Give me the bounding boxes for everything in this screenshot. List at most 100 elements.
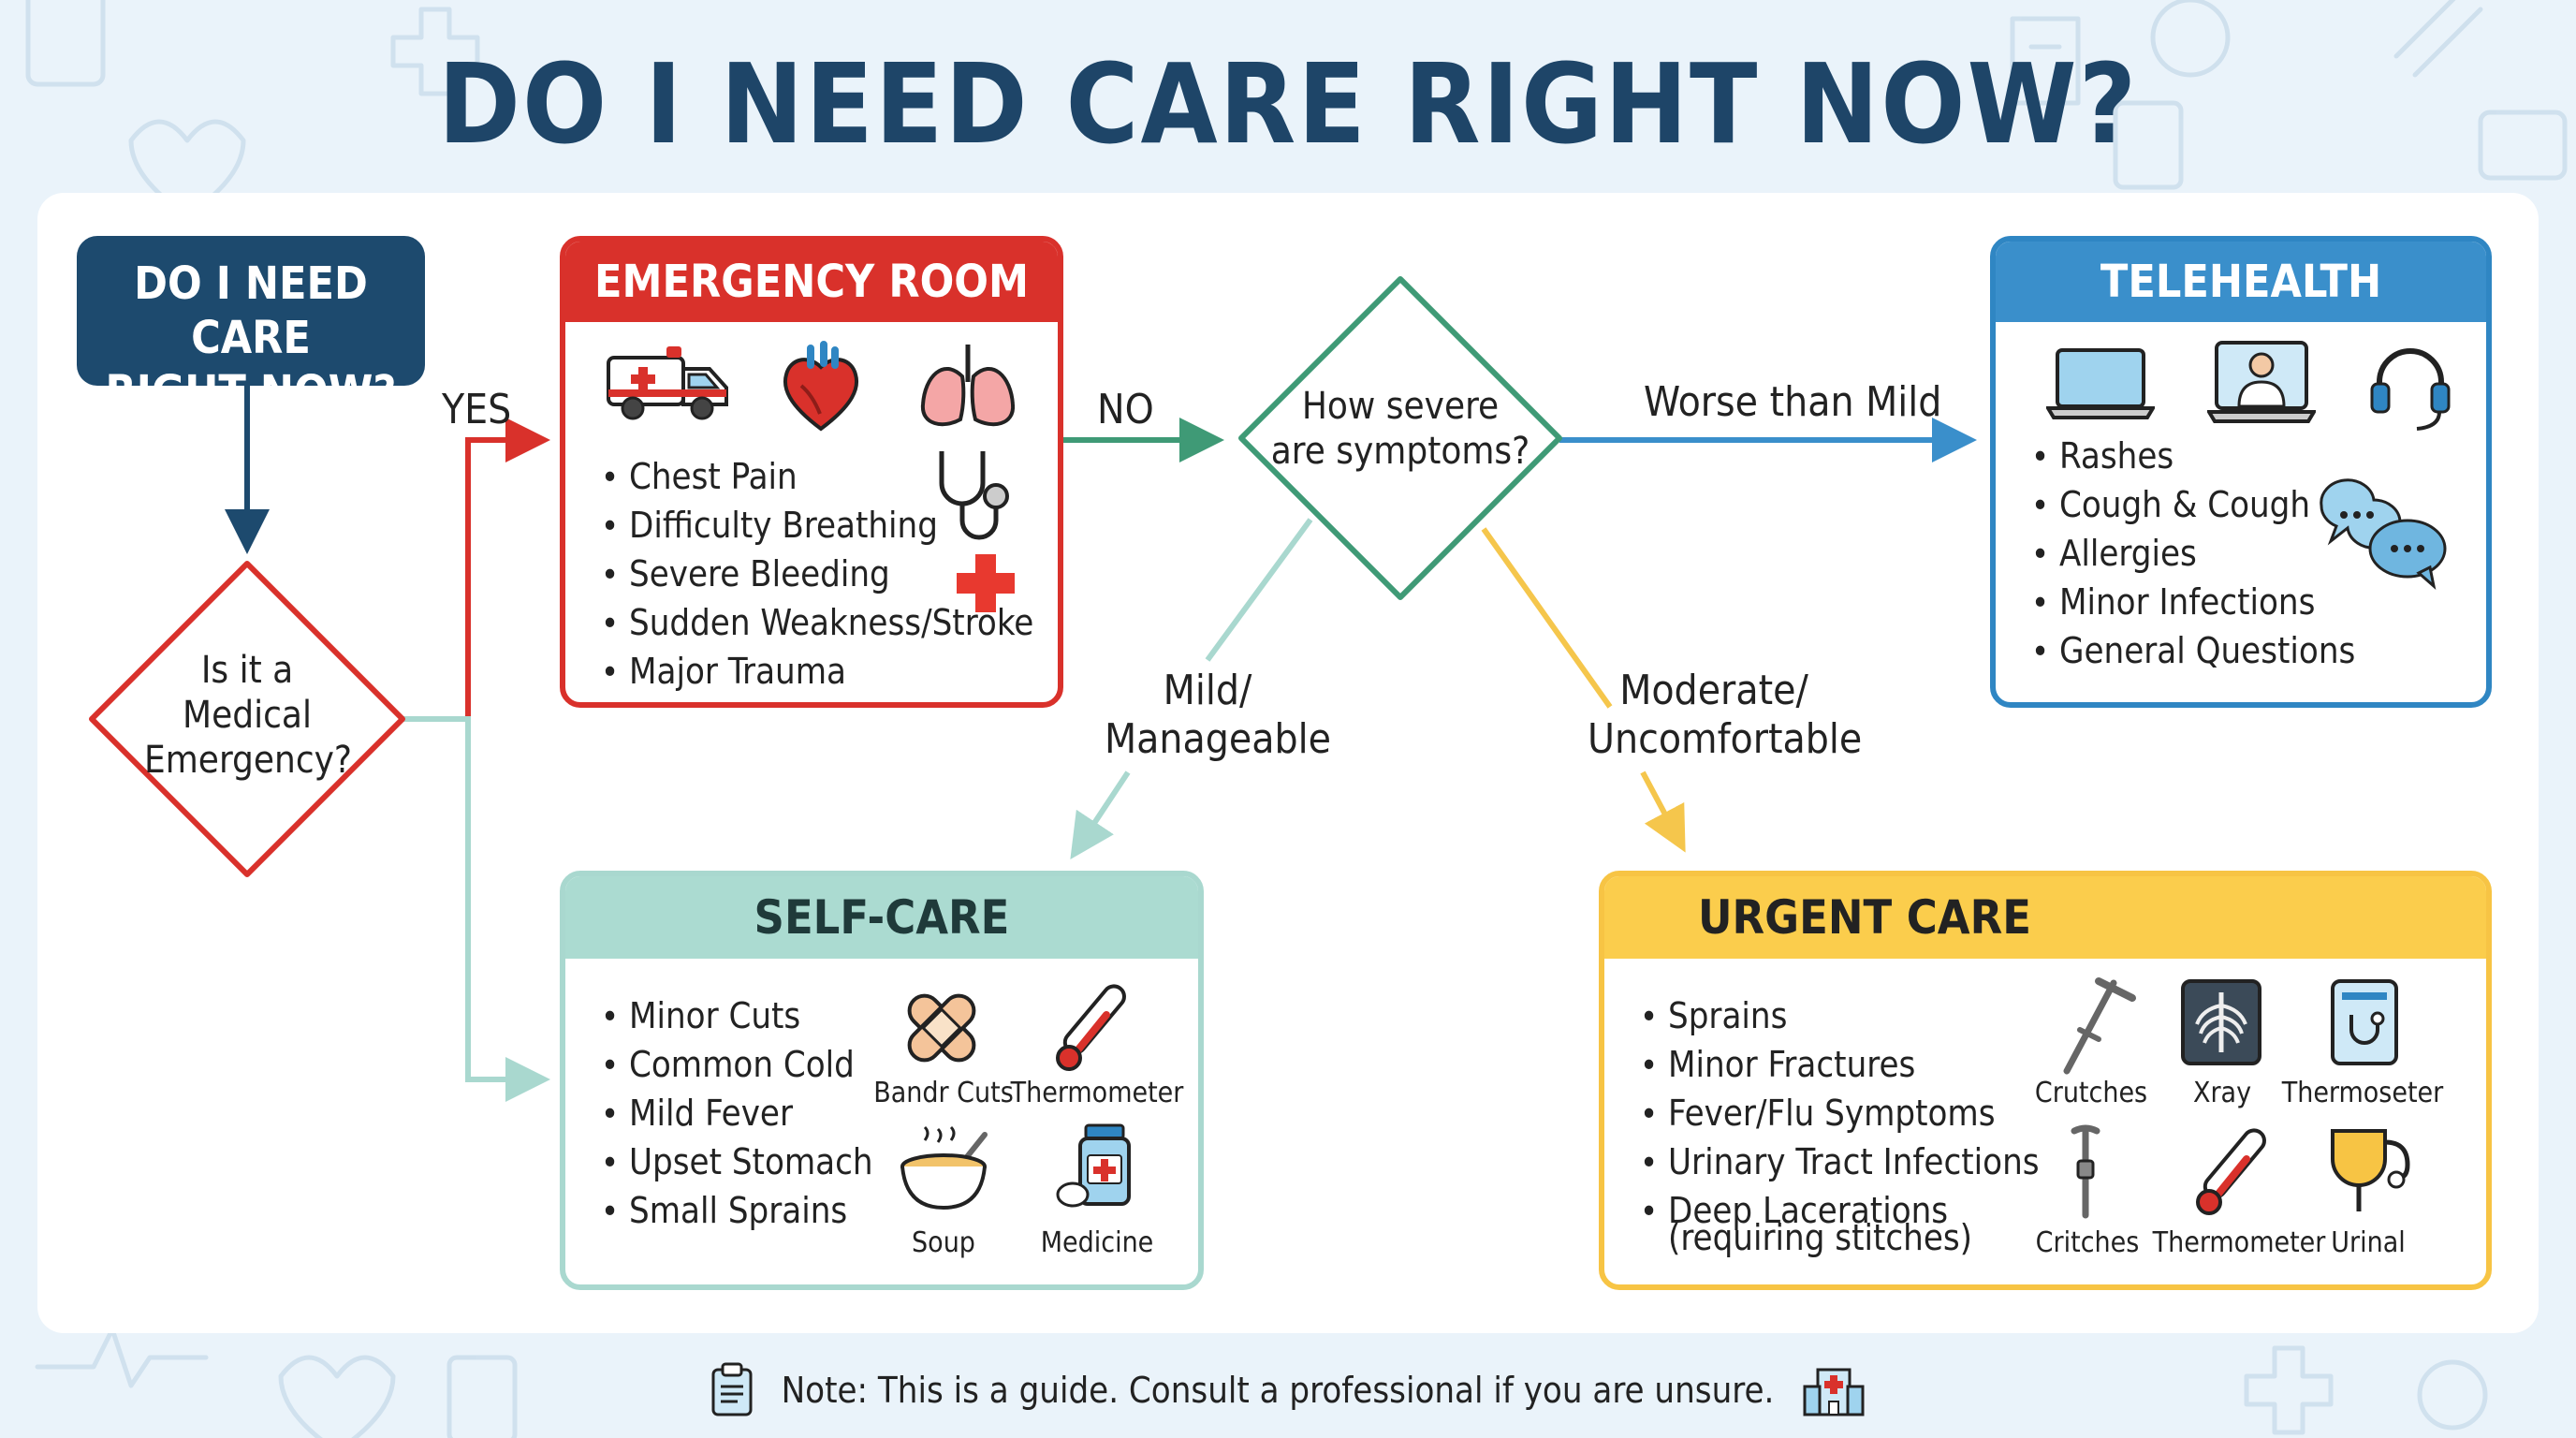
er-item-1: Chest Pain — [601, 453, 1033, 502]
urinal-caption: Urinal — [2331, 1226, 2406, 1259]
urgent-care-box: URGENT CARE Sprains Minor Fractures Feve… — [1599, 871, 2492, 1290]
edge-label-worse-than-mild: Worse than Mild — [1644, 378, 1942, 426]
edge-label-moderate-line1: Moderate/ — [1619, 667, 1808, 714]
ambulance-icon — [607, 346, 728, 420]
edge-label-moderate-line2: Uncomfortable — [1588, 715, 1863, 763]
edge-label-mild-line1: Mild/ — [1163, 667, 1252, 714]
cross-doodle-icon-2 — [2244, 1345, 2334, 1435]
er-item-5: Major Trauma — [601, 648, 1033, 697]
urgent-care-item-1: Sprains — [1640, 992, 2040, 1041]
heart-doodle-icon-2 — [278, 1355, 396, 1438]
er-title: EMERGENCY ROOM (ER) — [565, 242, 1058, 389]
bandage-icon — [907, 993, 976, 1063]
heart-doodle-icon — [128, 119, 246, 218]
cross-doodle-icon — [390, 7, 480, 96]
urgent-care-title: URGENT CARE — [1604, 876, 2486, 959]
calendar-doodle-icon — [2478, 110, 2568, 181]
er-item-2: Difficulty Breathing — [601, 502, 1033, 550]
telehealth-item-3: Allergies — [2031, 530, 2355, 579]
edge-label-mild: Mild/ Manageable — [1105, 667, 1332, 764]
cane-icon — [2071, 1124, 2100, 1219]
self-care-item-1: Minor Cuts — [601, 992, 873, 1041]
urgent-care-item-4: Urinary Tract Infections — [1640, 1138, 2040, 1187]
monitor-icon — [2331, 979, 2398, 1065]
urgent-care-item-5: Deep Lacerations — [1640, 1187, 2040, 1236]
self-care-item-4: Upset Stomach — [601, 1138, 873, 1187]
self-care-item-3: Mild Fever — [601, 1090, 873, 1138]
clipboard-doodle-icon-2 — [446, 1355, 518, 1438]
xray-icon — [2181, 979, 2261, 1065]
red-cross-icon — [957, 554, 1015, 612]
er-item-3: Severe Bleeding — [601, 550, 1033, 599]
self-care-title: SELF-CARE — [565, 876, 1198, 959]
telehealth-item-4: Minor Infections — [2031, 579, 2355, 627]
emergency-decision-diamond — [89, 561, 405, 877]
crutches-caption: Crutches — [2034, 1077, 2148, 1109]
arrow-to-self-care — [402, 716, 550, 1102]
hospital-icon — [1803, 1368, 1865, 1416]
urgent-care-item-3: Fever/Flu Symptoms — [1640, 1090, 2040, 1138]
telehealth-item-2: Cough & Cough — [2031, 481, 2355, 530]
cane-caption: Critches — [2035, 1226, 2140, 1259]
edge-label-mild-line2: Manageable — [1105, 715, 1332, 763]
lungs-icon — [920, 345, 1016, 427]
stethoscope-icon — [939, 451, 1009, 540]
arrow-yes-to-er — [402, 418, 550, 722]
chat-bubbles-icon — [2320, 478, 2447, 590]
urgent-care-list: Sprains Minor Fractures Fever/Flu Sympto… — [1640, 992, 2040, 1236]
telehealth-title: TELEHEALTH — [1996, 242, 2486, 322]
edge-label-moderate: Moderate/ Uncomfortable — [1588, 667, 1863, 764]
medicine-caption: Medicine — [1040, 1226, 1154, 1259]
self-care-item-2: Common Cold — [601, 1041, 873, 1090]
self-care-list: Minor Cuts Common Cold Mild Fever Upset … — [601, 992, 873, 1236]
self-care-box: SELF-CARE Minor Cuts Common Cold Mild Fe… — [560, 871, 1204, 1290]
soup-icon — [900, 1125, 988, 1211]
thermometer-icon — [1056, 984, 1126, 1071]
headset-icon — [2370, 348, 2451, 431]
emergency-question-line2: Medical — [183, 694, 312, 737]
edge-label-no: NO — [1097, 386, 1154, 433]
telehealth-list: Rashes Cough & Cough Allergies Minor Inf… — [2031, 433, 2355, 676]
start-node-line1: DO I NEED CARE — [134, 257, 368, 364]
urgent-care-item-5-sub: (requiring stitches) — [1668, 1217, 1973, 1258]
virus-doodle-icon — [2150, 0, 2231, 78]
telehealth-box: TELEHEALTH Rashes Cough & Cough Allergie… — [1990, 236, 2492, 708]
telehealth-item-5: General Questions — [2031, 627, 2355, 676]
thermometer-caption: Thermometer — [1010, 1077, 1184, 1109]
severity-question-line1: How severe — [1301, 385, 1500, 428]
emergency-question-line3: Emergency? — [144, 739, 353, 782]
er-item-4: Sudden Weakness/Stroke — [601, 599, 1033, 648]
pulse-doodle-icon — [35, 1327, 209, 1388]
file-doodle-icon — [2113, 100, 2184, 190]
severity-decision-diamond — [1238, 276, 1562, 600]
emergency-question-line1: Is it a — [200, 649, 294, 692]
er-symptom-list: Chest Pain Difficulty Breathing Severe B… — [601, 453, 1033, 697]
page-title: DO I NEED CARE RIGHT NOW? — [437, 39, 2139, 169]
syringe-doodle-icon — [2393, 0, 2483, 78]
severity-question: How severe are symptoms? — [1269, 384, 1531, 474]
soup-caption: Soup — [912, 1226, 975, 1259]
footer-note-text: Note: This is a guide. Consult a profess… — [781, 1370, 1775, 1411]
arrow-mild-to-self-care — [1076, 518, 1313, 850]
start-node-line2: RIGHT NOW? — [105, 366, 397, 418]
bandage-caption: Bandr Cuts — [873, 1077, 1014, 1109]
urgent-thermometer-icon — [2196, 1128, 2266, 1215]
doctor-video-icon — [2207, 341, 2316, 423]
footer-note: Note: This is a guide. Consult a profess… — [0, 1362, 2576, 1418]
medicine-icon — [1056, 1123, 1131, 1208]
edge-label-yes: YES — [442, 386, 512, 433]
arrow-moderate-to-urgent — [1481, 527, 1680, 843]
pill-doodle-icon — [2417, 1359, 2488, 1431]
self-care-item-5: Small Sprains — [601, 1187, 873, 1236]
urinal-icon — [2331, 1129, 2410, 1211]
chart-doodle-icon — [2010, 16, 2081, 106]
monitor-caption: Thermoseter — [2281, 1077, 2444, 1109]
crutches-icon — [2063, 977, 2136, 1075]
clipboard-icon — [711, 1362, 753, 1416]
severity-question-line2: are symptoms? — [1270, 430, 1530, 473]
urgent-thermometer-caption: Thermometer — [2152, 1226, 2326, 1259]
er-box: EMERGENCY ROOM (ER) Chest Pain Difficult… — [560, 236, 1063, 708]
clipboard-doodle-icon — [25, 0, 106, 87]
